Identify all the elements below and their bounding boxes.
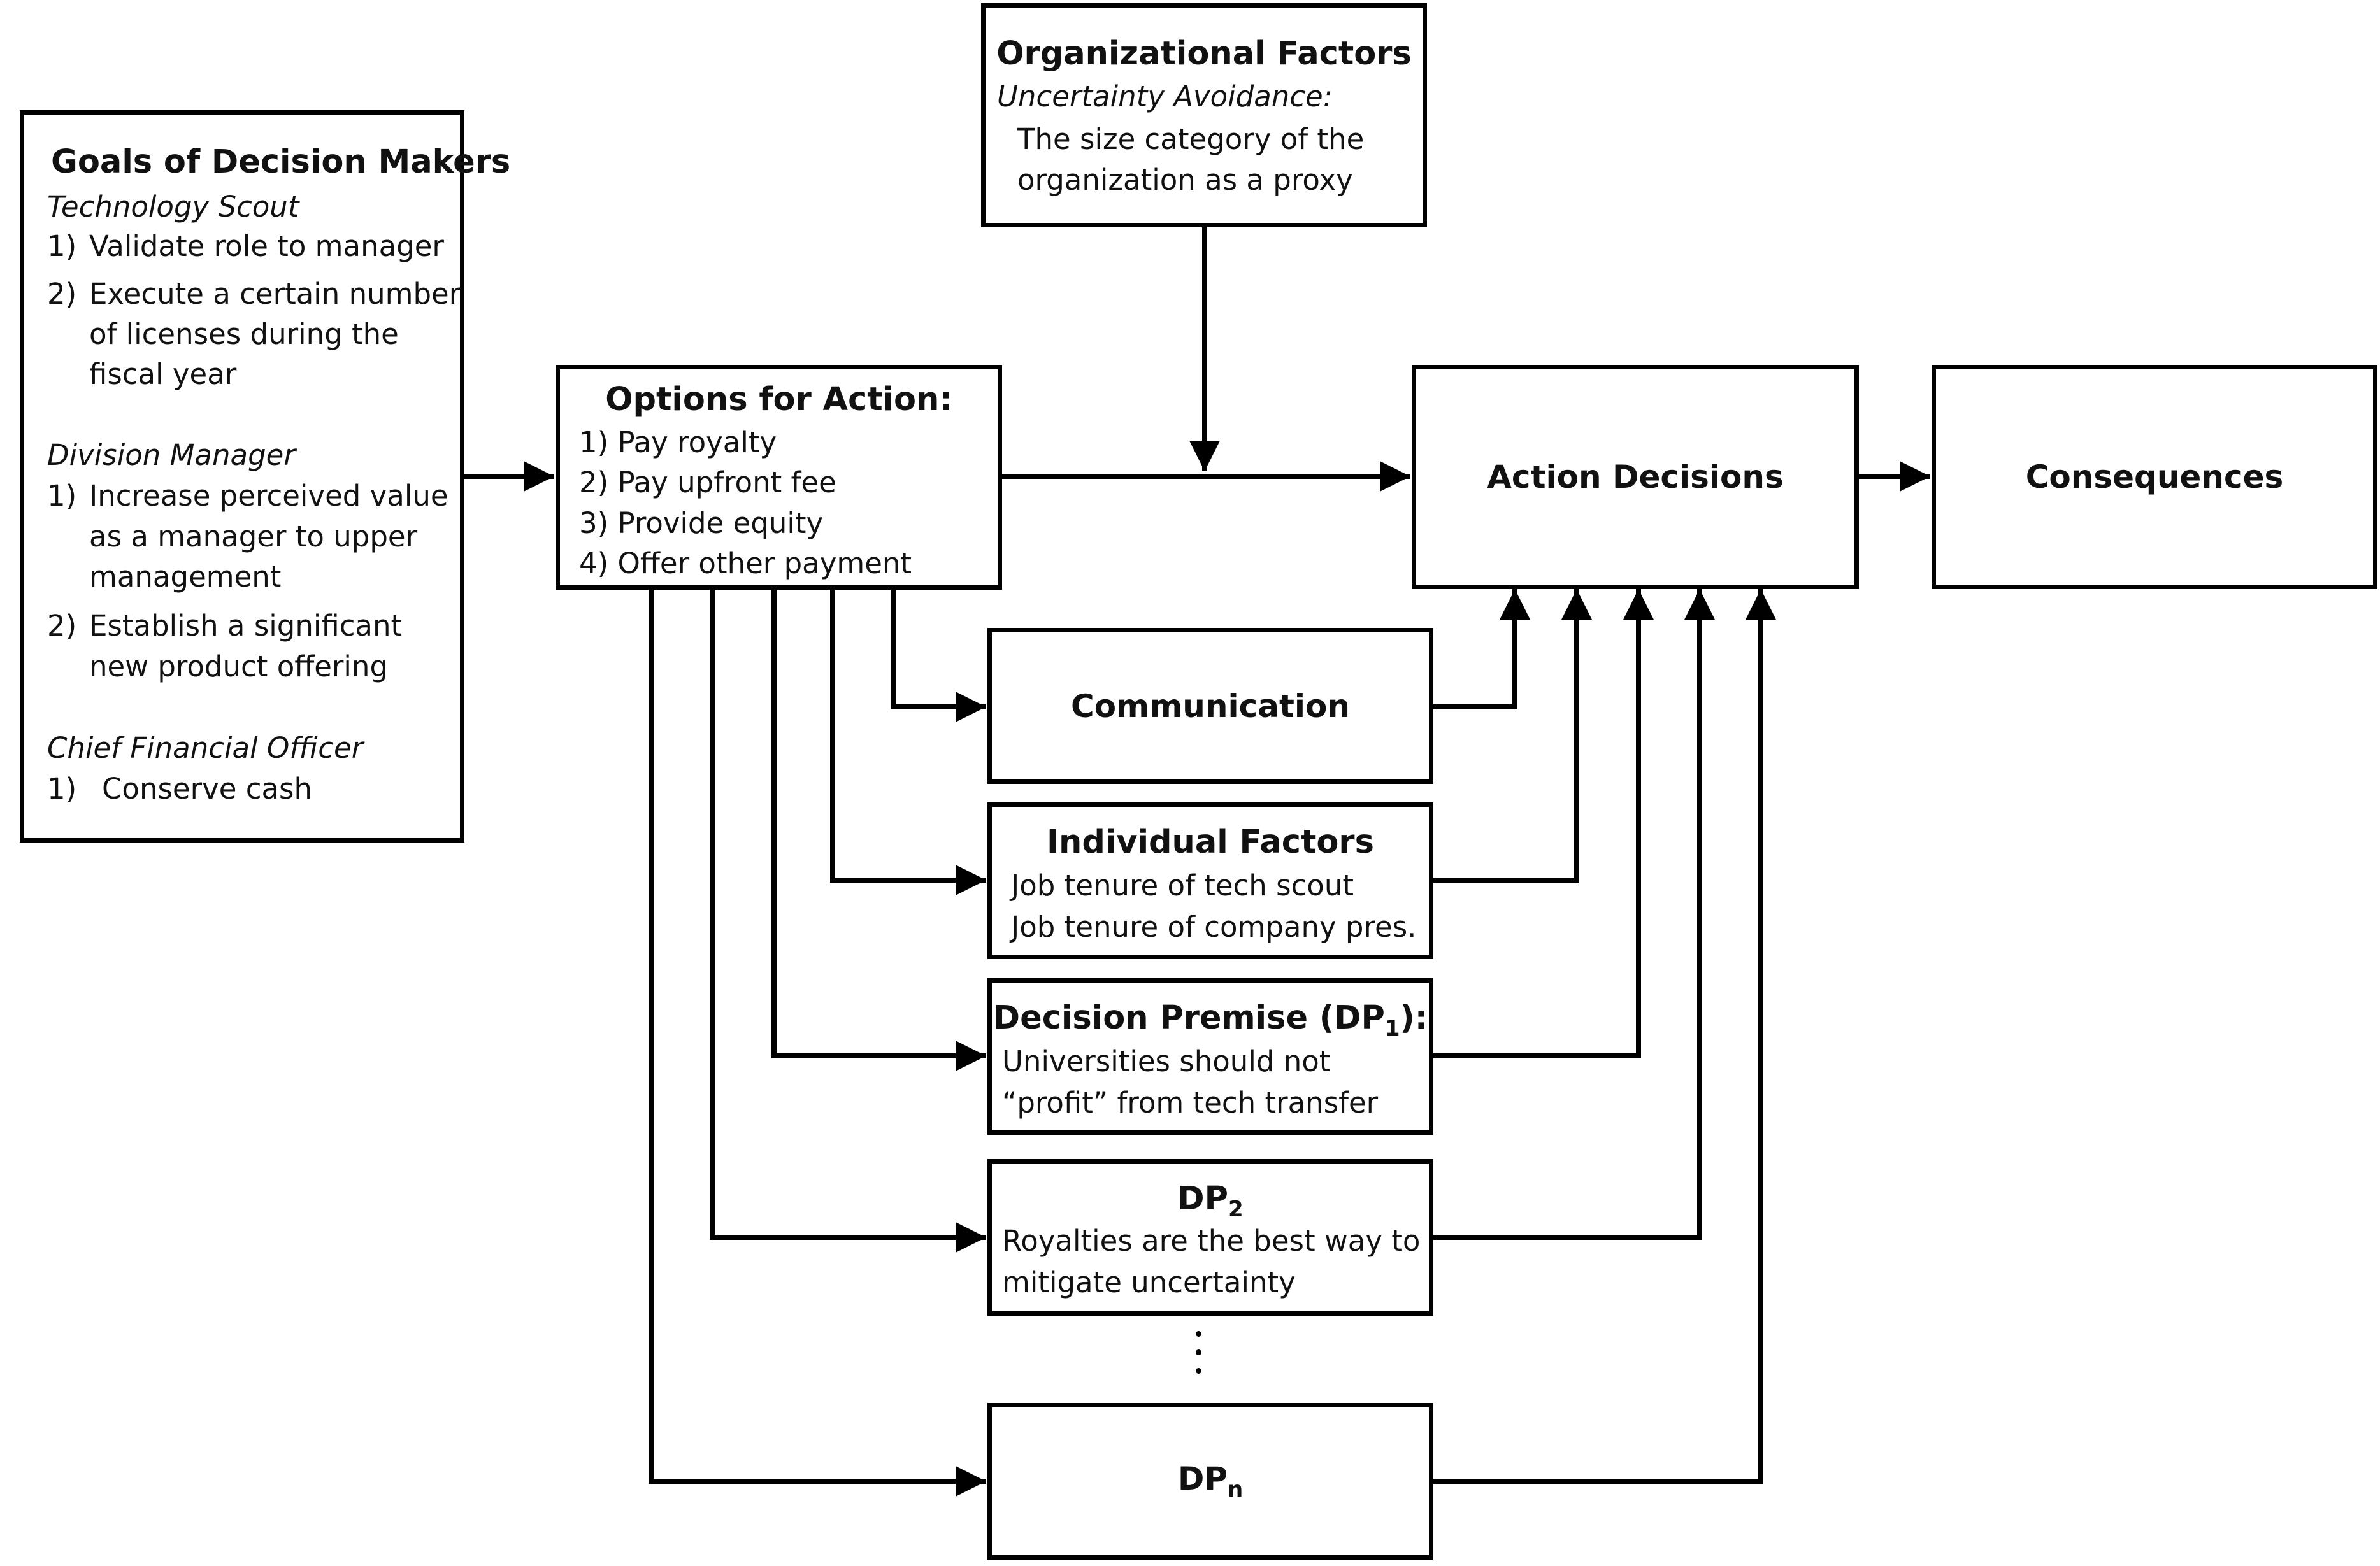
division-manager-heading: Division Manager: [47, 438, 296, 472]
cfo-item-1-line-1: Conserve cash: [102, 772, 313, 806]
tech-scout-item-2-line-1: Execute a certain number: [89, 277, 461, 311]
communication-box: Communication: [987, 628, 1433, 784]
tech-scout-item-1-line-1: Validate role to manager: [89, 229, 444, 263]
tech-scout-item-2-num: 2): [47, 277, 77, 311]
individual-factors-title: Individual Factors: [1047, 823, 1374, 861]
tech-scout-item-1-num: 1): [47, 229, 77, 263]
cfo-item-1-num: 1): [47, 772, 77, 806]
arrow-options-to-dp2: [710, 588, 986, 1253]
tech-scout-heading: Technology Scout: [47, 190, 299, 224]
decision-premise-n-subscript: n: [1227, 1477, 1244, 1502]
org-factors-subtitle: Uncertainty Avoidance:: [997, 80, 1333, 113]
decision-premise-2-box: DP2 Royalties are the best way to mitiga…: [987, 1159, 1433, 1316]
communication-title: Communication: [1071, 687, 1350, 725]
action-decisions-title: Action Decisions: [1487, 459, 1784, 495]
options-box: Options for Action: 1) Pay royalty 2) Pa…: [556, 365, 1002, 590]
individual-factors-line-1: Job tenure of tech scout: [1011, 869, 1354, 902]
options-title: Options for Action:: [605, 381, 952, 418]
decision-premise-1-title-end: ):: [1400, 999, 1428, 1037]
tech-scout-item-2-line-3: fiscal year: [89, 357, 237, 391]
tech-scout-item-2-line-2: of licenses during the: [89, 317, 399, 351]
individual-factors-box: Individual Factors Job tenure of tech sc…: [987, 802, 1433, 959]
arrow-options-to-dpn: [649, 588, 986, 1497]
options-item-2: 2) Pay upfront fee: [579, 466, 836, 499]
arrow-dpn-to-action: [1432, 589, 1776, 1484]
decision-premise-n-title-text: DP: [1177, 1460, 1228, 1497]
org-factors-box: Organizational Factors Uncertainty Avoid…: [981, 3, 1427, 227]
options-item-3: 3) Provide equity: [579, 506, 824, 540]
arrow-dp2-to-action: [1432, 589, 1715, 1240]
decision-premise-1-title-text: Decision Premise (DP: [993, 999, 1385, 1037]
decision-premise-1-line-1: Universities should not: [1002, 1044, 1331, 1078]
arrow-options-to-dp1: [771, 588, 986, 1071]
division-manager-item-1-line-1: Increase perceived value: [89, 479, 448, 513]
decision-premise-2-title: DP2: [992, 1180, 1429, 1222]
individual-factors-line-2: Job tenure of company pres.: [1011, 910, 1417, 944]
division-manager-item-2-line-1: Establish a significant: [89, 609, 403, 643]
goals-title: Goals of Decision Makers: [51, 143, 511, 181]
decision-premise-2-title-text: DP: [1177, 1180, 1229, 1218]
org-factors-line-1: The size category of the: [1017, 122, 1365, 156]
decision-premise-1-subscript: 1: [1384, 1016, 1400, 1042]
cfo-heading: Chief Financial Officer: [47, 731, 364, 765]
decision-premise-1-box: Decision Premise (DP1): Universities sho…: [987, 978, 1433, 1135]
decision-premise-1-line-2: “profit” from tech transfer: [1002, 1086, 1379, 1120]
arrow-communication-to-action: [1432, 589, 1530, 709]
org-factors-line-2: organization as a proxy: [1017, 163, 1353, 197]
arrow-individual-to-action: [1432, 589, 1592, 883]
arrow-dp1-to-action: [1432, 589, 1654, 1058]
decision-premise-1-title: Decision Premise (DP1):: [992, 999, 1429, 1041]
goals-box: Goals of Decision Makers Technology Scou…: [20, 110, 510, 843]
more-premises-ellipsis: [1196, 1331, 1202, 1386]
consequences-title: Consequences: [2025, 459, 2284, 495]
consequences-box: Consequences: [1932, 365, 2377, 589]
arrow-options-to-communication: [891, 588, 986, 722]
action-decisions-box: Action Decisions: [1412, 365, 1859, 589]
options-item-1: 1) Pay royalty: [579, 425, 777, 459]
division-manager-item-1-num: 1): [47, 479, 77, 513]
division-manager-item-2-line-2: new product offering: [89, 650, 389, 683]
decision-premise-2-subscript: 2: [1228, 1197, 1244, 1223]
division-manager-item-1-line-2: as a manager to upper: [89, 520, 418, 553]
decision-premise-n-title: DPn: [1178, 1460, 1243, 1502]
decision-premise-2-line-2: mitigate uncertainty: [1002, 1265, 1296, 1299]
arrow-options-to-individual: [830, 588, 986, 895]
org-factors-title: Organizational Factors: [996, 35, 1412, 73]
options-item-4: 4) Offer other payment: [579, 546, 912, 580]
division-manager-item-2-num: 2): [47, 609, 77, 643]
decision-premise-2-line-1: Royalties are the best way to: [1002, 1224, 1421, 1258]
decision-premise-n-box: DPn: [987, 1403, 1433, 1560]
division-manager-item-1-line-3: management: [89, 560, 282, 594]
